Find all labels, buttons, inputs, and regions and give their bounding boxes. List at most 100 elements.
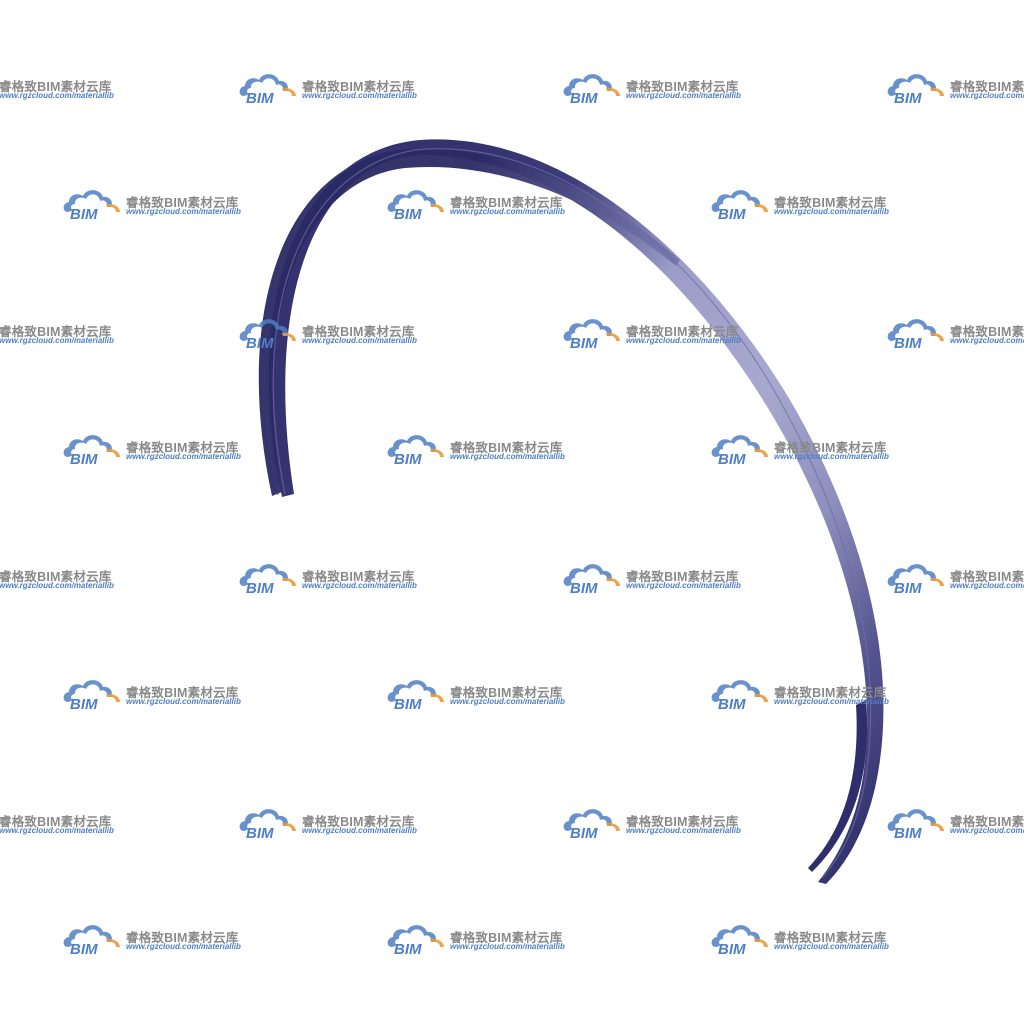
watermark-brand: BIM: [570, 90, 598, 106]
watermark-url: www.rgzcloud.com/materiallib: [626, 91, 741, 100]
cloud-logo-icon: BIM: [887, 74, 944, 106]
watermark-name: 睿格致BIM素材云库: [626, 815, 739, 829]
watermark-url: www.rgzcloud.com/materiallib: [126, 207, 241, 216]
cloud-logo-icon: BIM: [563, 564, 620, 596]
watermark-brand: BIM: [718, 451, 746, 467]
watermark-url: www.rgzcloud.com/materiallib: [126, 452, 241, 461]
watermark-logo: BIM睿格致BIM素材云库www.rgzcloud.com/materialli…: [886, 805, 1024, 845]
watermark-brand: BIM: [570, 335, 598, 351]
watermark-logo: BIM 睿格致BIM素材云库www.rgzcloud.com/materialli…: [886, 315, 1024, 355]
watermark-url: www.rgzcloud.com/materiallib: [774, 942, 889, 951]
watermark-name: 睿格致BIM素材云库: [950, 325, 1024, 339]
watermark-brand: BIM: [70, 941, 98, 957]
watermark-name: 睿格致BIM素材云库: [450, 931, 563, 945]
watermark-url: www.rgzcloud.com/materiallib: [126, 697, 241, 706]
cloud-logo-icon: BIM: [387, 435, 444, 467]
cloud-logo-icon: BIM: [711, 925, 768, 957]
watermark-url: www.rgzcloud.com/materiallib: [302, 336, 417, 345]
watermark-name: 睿格致BIM素材云库: [0, 570, 112, 584]
watermark-url: www.rgzcloud.com/materiallib: [450, 942, 565, 951]
watermark-url: www.rgzcloud.com/materiallib: [450, 452, 565, 461]
watermark-url: www.rgzcloud.com/materiallib: [626, 826, 741, 835]
watermark-name: 睿格致BIM素材云库: [0, 325, 112, 339]
watermark-brand: BIM: [570, 580, 598, 596]
arch-edge-line: [272, 148, 872, 879]
watermark-url: www.rgzcloud.com/materiallib: [0, 336, 114, 345]
cloud-logo-icon: BIM: [711, 190, 768, 222]
cloud-logo-icon: BIM: [63, 435, 120, 467]
watermark-brand: BIM: [246, 335, 274, 351]
cloud-logo-icon: BIM: [563, 74, 620, 106]
arch-lower-strip: [808, 700, 868, 872]
watermark-logo: BIM睿格致BIM素材云库www.rgzcloud.com/materialli…: [886, 560, 1024, 600]
watermark-brand: BIM: [718, 941, 746, 957]
cloud-logo-icon: BIM: [563, 809, 620, 841]
watermark-name: 睿格致BIM素材云库: [0, 815, 112, 829]
watermark-url: www.rgzcloud.com/materiallib: [950, 581, 1024, 590]
watermark-brand: BIM: [570, 825, 598, 841]
watermark-name: 睿格致BIM素材云库: [126, 686, 239, 700]
watermark-name: 睿格致BIM素材云库: [774, 441, 887, 455]
watermark-brand: BIM: [246, 90, 274, 106]
watermark-brand: BIM: [394, 451, 422, 467]
watermark-url: www.rgzcloud.com/materiallib: [126, 942, 241, 951]
cloud-logo-icon: BIM: [887, 319, 944, 351]
watermark-name: 睿格致BIM素材云库: [0, 80, 112, 94]
watermark-brand: BIM: [394, 206, 422, 222]
watermark-brand: BIM: [894, 580, 922, 596]
watermark-url: www.rgzcloud.com/materiallib: [626, 581, 741, 590]
watermark-brand: BIM: [70, 696, 98, 712]
watermark-name: 睿格致BIM素材云库: [126, 196, 239, 210]
watermark-brand: BIM: [394, 696, 422, 712]
watermark-name: 睿格致BIM素材云库: [126, 441, 239, 455]
watermark-name: 睿格致BIM素材云库: [774, 931, 887, 945]
watermark-name: 睿格致BIM素材云库: [450, 441, 563, 455]
watermark-url: www.rgzcloud.com/materiallib: [774, 207, 889, 216]
watermark-brand: BIM: [394, 941, 422, 957]
watermark-brand: BIM: [718, 206, 746, 222]
watermark-url: www.rgzcloud.com/materiallib: [302, 826, 417, 835]
watermark-name: 睿格致BIM素材云库: [302, 815, 415, 829]
arch-edge-line: [264, 145, 411, 496]
watermark-name: 睿格致BIM素材云库: [302, 80, 415, 94]
watermark-name: 睿格致BIM素材云库: [950, 815, 1024, 829]
watermark-url: www.rgzcloud.com/materiallib: [950, 826, 1024, 835]
watermark-name: 睿格致BIM素材云库: [626, 325, 739, 339]
watermark-url: www.rgzcloud.com/materiallib: [0, 91, 114, 100]
arch-outer-band: [268, 139, 884, 885]
watermark-brand: BIM: [894, 335, 922, 351]
watermark-name: 睿格致BIM素材云库: [626, 570, 739, 584]
watermark-name: 睿格致BIM素材云库: [126, 931, 239, 945]
watermark-logo: BIM睿格致BIM素材云库www.rgzcloud.com/materialli…: [0, 805, 125, 845]
watermark-name: 睿格致BIM素材云库: [774, 196, 887, 210]
cloud-logo-icon: BIM: [387, 925, 444, 957]
watermark-name: 睿格致BIM素材云库: [302, 325, 415, 339]
watermark-url: www.rgzcloud.com/materiallib: [950, 336, 1024, 345]
watermark-name: 睿格致BIM素材云库: [774, 686, 887, 700]
watermark-logo: BIM睿格致BIM素材云库www.rgzcloud.com/materialli…: [886, 70, 1024, 110]
cloud-logo-icon: BIM: [63, 190, 120, 222]
cloud-logo-icon: BIM: [711, 435, 768, 467]
cloud-logo-icon: BIM: [63, 925, 120, 957]
cloud-logo-icon: BIM: [387, 190, 444, 222]
watermark-url: www.rgzcloud.com/materiallib: [950, 91, 1024, 100]
watermark-brand: BIM: [70, 451, 98, 467]
watermark-url: www.rgzcloud.com/materiallib: [774, 697, 889, 706]
cloud-logo-icon: BIM: [563, 319, 620, 351]
watermark-url: www.rgzcloud.com/materiallib: [302, 91, 417, 100]
watermark-name: 睿格致BIM素材云库: [450, 686, 563, 700]
watermark-brand: BIM: [246, 580, 274, 596]
